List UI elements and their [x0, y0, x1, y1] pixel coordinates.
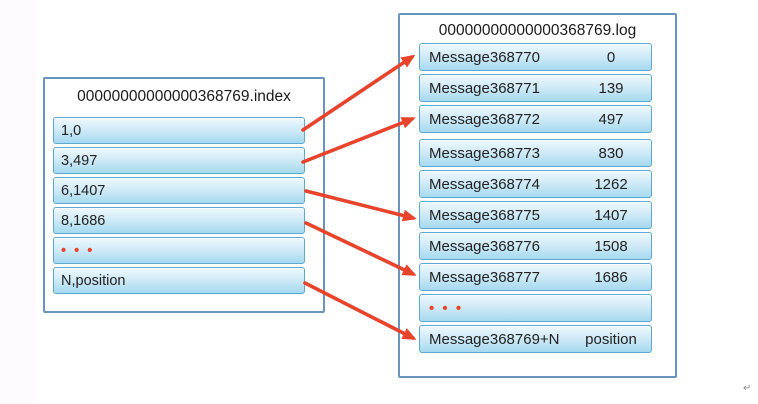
log-row-value: 1686 — [594, 268, 628, 286]
log-row-name: Message368777 — [429, 268, 540, 286]
log-row-name: Message368774 — [429, 175, 540, 193]
log-row-name: Message368776 — [429, 237, 540, 255]
log-row-value: 0 — [606, 48, 616, 66]
log-row-name: Message368772 — [429, 110, 540, 128]
log-file-title: 00000000000000368769.log — [438, 22, 637, 39]
index-file-box: 00000000000000368769.index 1,0 3,497 6,1… — [43, 77, 325, 313]
log-row-name: Message368771 — [429, 79, 540, 97]
index-row-n-position: N,position — [53, 267, 305, 294]
log-rows: Message368770 0 Message368771 139 Messag… — [419, 43, 652, 356]
log-file-box: 00000000000000368769.log Message368770 0… — [398, 13, 677, 378]
return-mark-icon: ↵ — [743, 383, 752, 394]
log-row-name: Message368773 — [429, 144, 540, 162]
log-row-name: Message368775 — [429, 206, 540, 224]
left-edge-tint — [0, 0, 36, 404]
log-row-value: 139 — [598, 79, 624, 97]
index-row-6-1407: 6,1407 — [53, 177, 305, 204]
index-row-1-0: 1,0 — [53, 117, 305, 144]
log-row-value: 830 — [598, 144, 624, 162]
index-row-3-497: 3,497 — [53, 147, 305, 174]
log-row-368771: Message368771 139 — [419, 74, 652, 102]
index-file-title: 00000000000000368769.index — [77, 88, 291, 105]
log-row-value: 1407 — [594, 206, 628, 224]
log-row-ellipsis: • • • — [419, 294, 652, 322]
index-row-ellipsis: • • • — [53, 237, 305, 264]
log-row-368770: Message368770 0 — [419, 43, 652, 71]
index-rows: 1,0 3,497 6,1407 8,1686 • • • N,position — [53, 117, 305, 297]
log-row-name: Message368769+N — [429, 330, 560, 348]
log-row-368776: Message368776 1508 — [419, 232, 652, 260]
log-row-368772: Message368772 497 — [419, 105, 652, 133]
log-row-368777: Message368777 1686 — [419, 263, 652, 291]
log-row-name: • • • — [429, 299, 464, 317]
log-row-value: 1262 — [594, 175, 628, 193]
log-row-368775: Message368775 1407 — [419, 201, 652, 229]
log-row-368773: Message368773 830 — [419, 139, 652, 167]
log-row-value: 1508 — [594, 237, 628, 255]
log-row-name: Message368770 — [429, 48, 540, 66]
log-row-value: position — [585, 330, 637, 348]
log-row-368774: Message368774 1262 — [419, 170, 652, 198]
log-row-value: 497 — [598, 110, 624, 128]
log-row-368769-plus-n: Message368769+N position — [419, 325, 652, 353]
index-row-8-1686: 8,1686 — [53, 207, 305, 234]
